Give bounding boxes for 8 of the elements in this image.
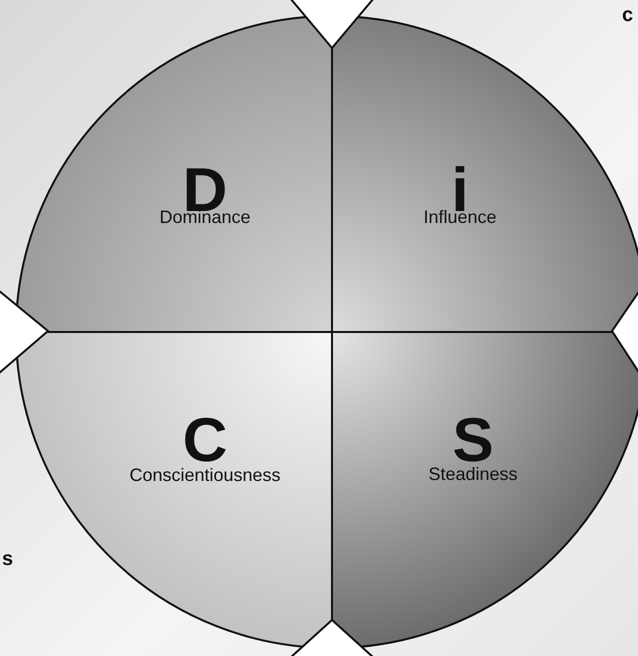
quadrant-panel bbox=[332, 332, 638, 648]
triangle-marker bbox=[288, 0, 376, 50]
quadrant-panel bbox=[16, 332, 332, 648]
text-fragment: c bbox=[622, 4, 634, 27]
quadrant-name: Conscientiousness bbox=[129, 465, 281, 485]
quadrant-panel bbox=[16, 16, 332, 332]
text-fragment: s bbox=[2, 548, 14, 571]
triangle-marker bbox=[0, 288, 50, 376]
